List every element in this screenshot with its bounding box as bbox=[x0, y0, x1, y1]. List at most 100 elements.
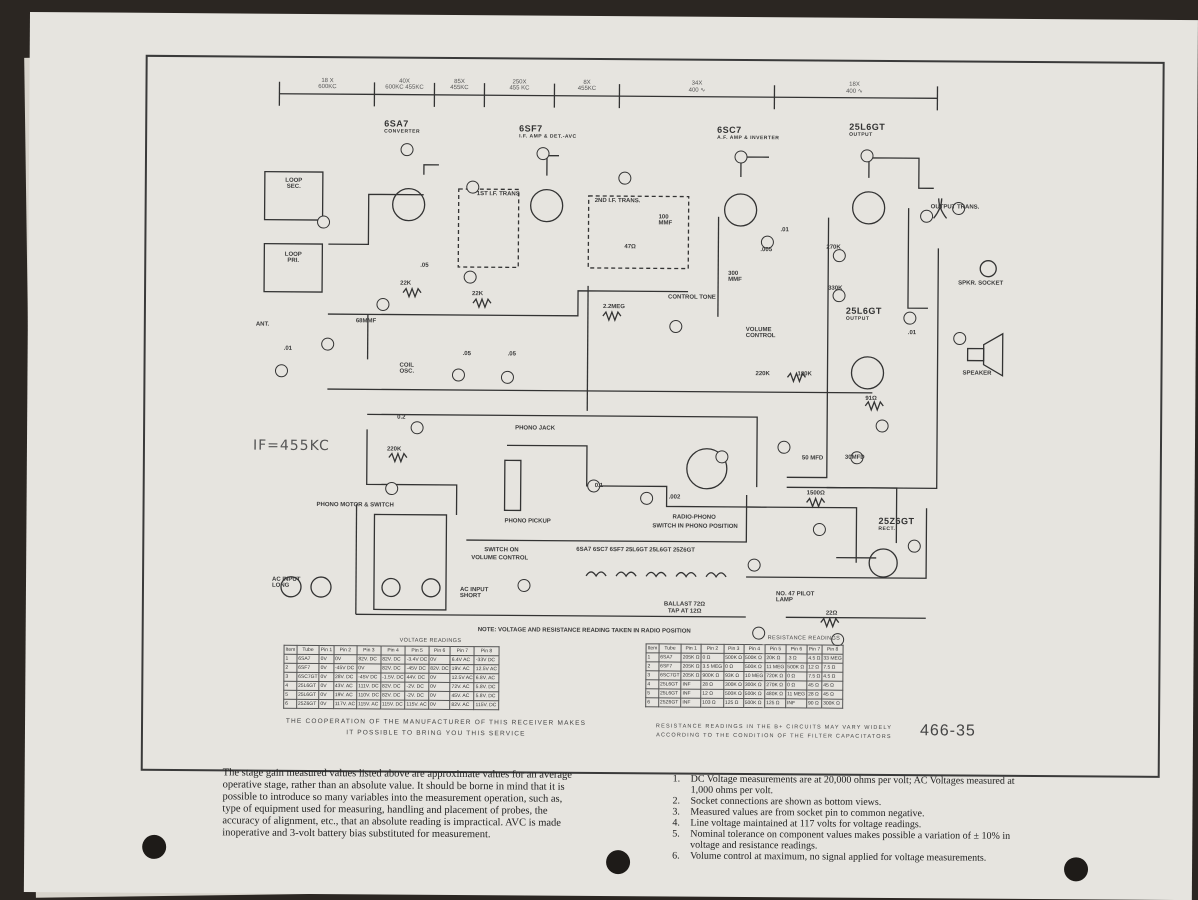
ac-plug-short-left bbox=[382, 578, 400, 596]
resistor-22k-b bbox=[473, 299, 491, 307]
c-68-value: 68MMF bbox=[356, 318, 376, 324]
coil-osc-label: COIL OSC. bbox=[399, 363, 421, 375]
c-300mmf-value: 300 MMF bbox=[728, 271, 750, 283]
phono-jack-label: PHONO JACK bbox=[515, 425, 555, 431]
radio-phono-label: RADIO-PHONO bbox=[672, 514, 715, 520]
resistor-1500 bbox=[807, 498, 825, 506]
r-1500-value: 1500Ω bbox=[807, 490, 825, 496]
tap-label: TAP AT 12Ω bbox=[668, 608, 702, 614]
punch-hole-right bbox=[1064, 857, 1088, 881]
speaker-socket bbox=[980, 261, 996, 277]
resistance-table-title: RESISTANCE READINGS bbox=[768, 635, 841, 642]
speaker-label: SPEAKER bbox=[962, 371, 991, 377]
r-22-value: 22Ω bbox=[826, 611, 838, 617]
r-180k-value: 180K bbox=[797, 371, 811, 377]
r-22k-a-value: 22K bbox=[400, 281, 411, 287]
c-01a-value: .01 bbox=[284, 346, 292, 352]
resistor-91 bbox=[865, 402, 883, 410]
r-91-value: 91Ω bbox=[865, 396, 877, 402]
tube-6sf7-envelope bbox=[531, 190, 563, 222]
list-item: 5.Nominal tolerance on component values … bbox=[672, 829, 1032, 854]
tube-25l6gt-b-envelope bbox=[851, 357, 883, 389]
ac-input-long-label: AC INPUT LONG bbox=[272, 577, 312, 589]
punch-hole-center bbox=[606, 850, 630, 874]
schematic-drawing bbox=[24, 12, 1198, 900]
c-002-value: .002 bbox=[669, 494, 681, 500]
control-tone-label: CONTROL TONE bbox=[668, 294, 718, 300]
phono-pickup-label: PHONO PICKUP bbox=[504, 518, 550, 524]
if-trans-2-label: 2ND I.F. TRANS. bbox=[595, 198, 641, 204]
ballast-label: BALLAST 72Ω bbox=[664, 601, 705, 607]
c-01b-value: .01 bbox=[780, 227, 788, 233]
c-005-value: .005 bbox=[760, 247, 772, 253]
c-47-value: 47Ω bbox=[624, 244, 636, 250]
r-270k-value: 270K bbox=[826, 245, 840, 251]
pilot-lamp-label: NO. 47 PILOT LAMP bbox=[776, 591, 816, 603]
resistor-220k bbox=[389, 454, 407, 462]
footnotes-list: 1.DC Voltage measurements are at 20,000 … bbox=[672, 774, 1033, 865]
ac-plug-short-right bbox=[422, 579, 440, 597]
c-01c-value: .01 bbox=[908, 330, 916, 336]
tube-25z6gt-envelope bbox=[869, 549, 897, 577]
if-trans-1-box bbox=[458, 189, 519, 267]
cooperation-note: THE COOPERATION OF THE MANUFACTURER OF T… bbox=[281, 716, 591, 740]
ac-input-short-label: AC INPUT SHORT bbox=[460, 587, 510, 599]
c-05b-value: .05 bbox=[463, 351, 471, 357]
switch-phono-label: SWITCH IN PHONO POSITION bbox=[652, 523, 737, 530]
c-100mmf-value: 100 MMF bbox=[659, 214, 681, 226]
resistor-22 bbox=[821, 619, 839, 627]
volume-ctrl-inside-label: VOLUME CONTROL bbox=[746, 327, 782, 339]
tube-6sa7-envelope bbox=[393, 189, 425, 221]
if-frequency-label: IF=455KC bbox=[253, 438, 330, 455]
r-2meg-value: 2.2MEG bbox=[603, 304, 625, 310]
phono-jack-symbol bbox=[505, 460, 521, 510]
loop-sec-label: LOOP SEC. bbox=[281, 178, 307, 190]
phono-motor-label: PHONO MOTOR & SWITCH bbox=[317, 502, 394, 509]
ant-label: ANT. bbox=[256, 322, 269, 328]
r-330k-value: 330K bbox=[828, 286, 842, 292]
c-05a-value: .05 bbox=[420, 263, 428, 269]
output-trans-label: OUTPUT TRANS. bbox=[931, 204, 980, 210]
voltage-table-title: VOLTAGE READINGS bbox=[400, 638, 462, 644]
resistance-note: RESISTANCE READINGS IN THE B+ CIRCUITS M… bbox=[639, 722, 909, 742]
loop-pri-label: LOOP PRI. bbox=[280, 252, 306, 264]
list-item: 1.DC Voltage measurements are at 20,000 … bbox=[673, 774, 1033, 799]
punch-hole-left bbox=[142, 835, 166, 859]
heater-chain-label: 6SA7 6SC7 6SF7 25L6GT 25L6GT 25Z6GT bbox=[576, 547, 695, 554]
ac-plug-long-right bbox=[311, 577, 331, 597]
tube-25l6gt-a-envelope bbox=[853, 192, 885, 224]
heater-chain bbox=[586, 572, 726, 577]
switch-on-label: SWITCH ON bbox=[484, 547, 518, 553]
if-trans-2-box bbox=[588, 196, 689, 269]
page-number: 466-35 bbox=[920, 722, 976, 740]
part-number-markers bbox=[274, 143, 967, 647]
c-02-value: 0.2 bbox=[397, 415, 405, 421]
stage-gain-paragraph: The stage gain measured values listed ab… bbox=[222, 767, 582, 842]
r-220k-b-value: 220K bbox=[755, 371, 769, 377]
resistor-2meg bbox=[603, 312, 621, 320]
volume-control-label: VOLUME CONTROL bbox=[471, 555, 528, 561]
c-05c-value: .05 bbox=[508, 351, 516, 357]
speaker-magnet bbox=[968, 349, 984, 361]
c-50mfd-value: 50 MFD bbox=[802, 455, 824, 461]
spkr-socket-label: SPKR. SOCKET bbox=[958, 280, 1003, 286]
speaker-cone bbox=[983, 334, 1002, 376]
r-220k-a-value: 220K bbox=[387, 447, 401, 453]
if-trans-1-label: 1ST I.F. TRANS bbox=[477, 191, 520, 197]
